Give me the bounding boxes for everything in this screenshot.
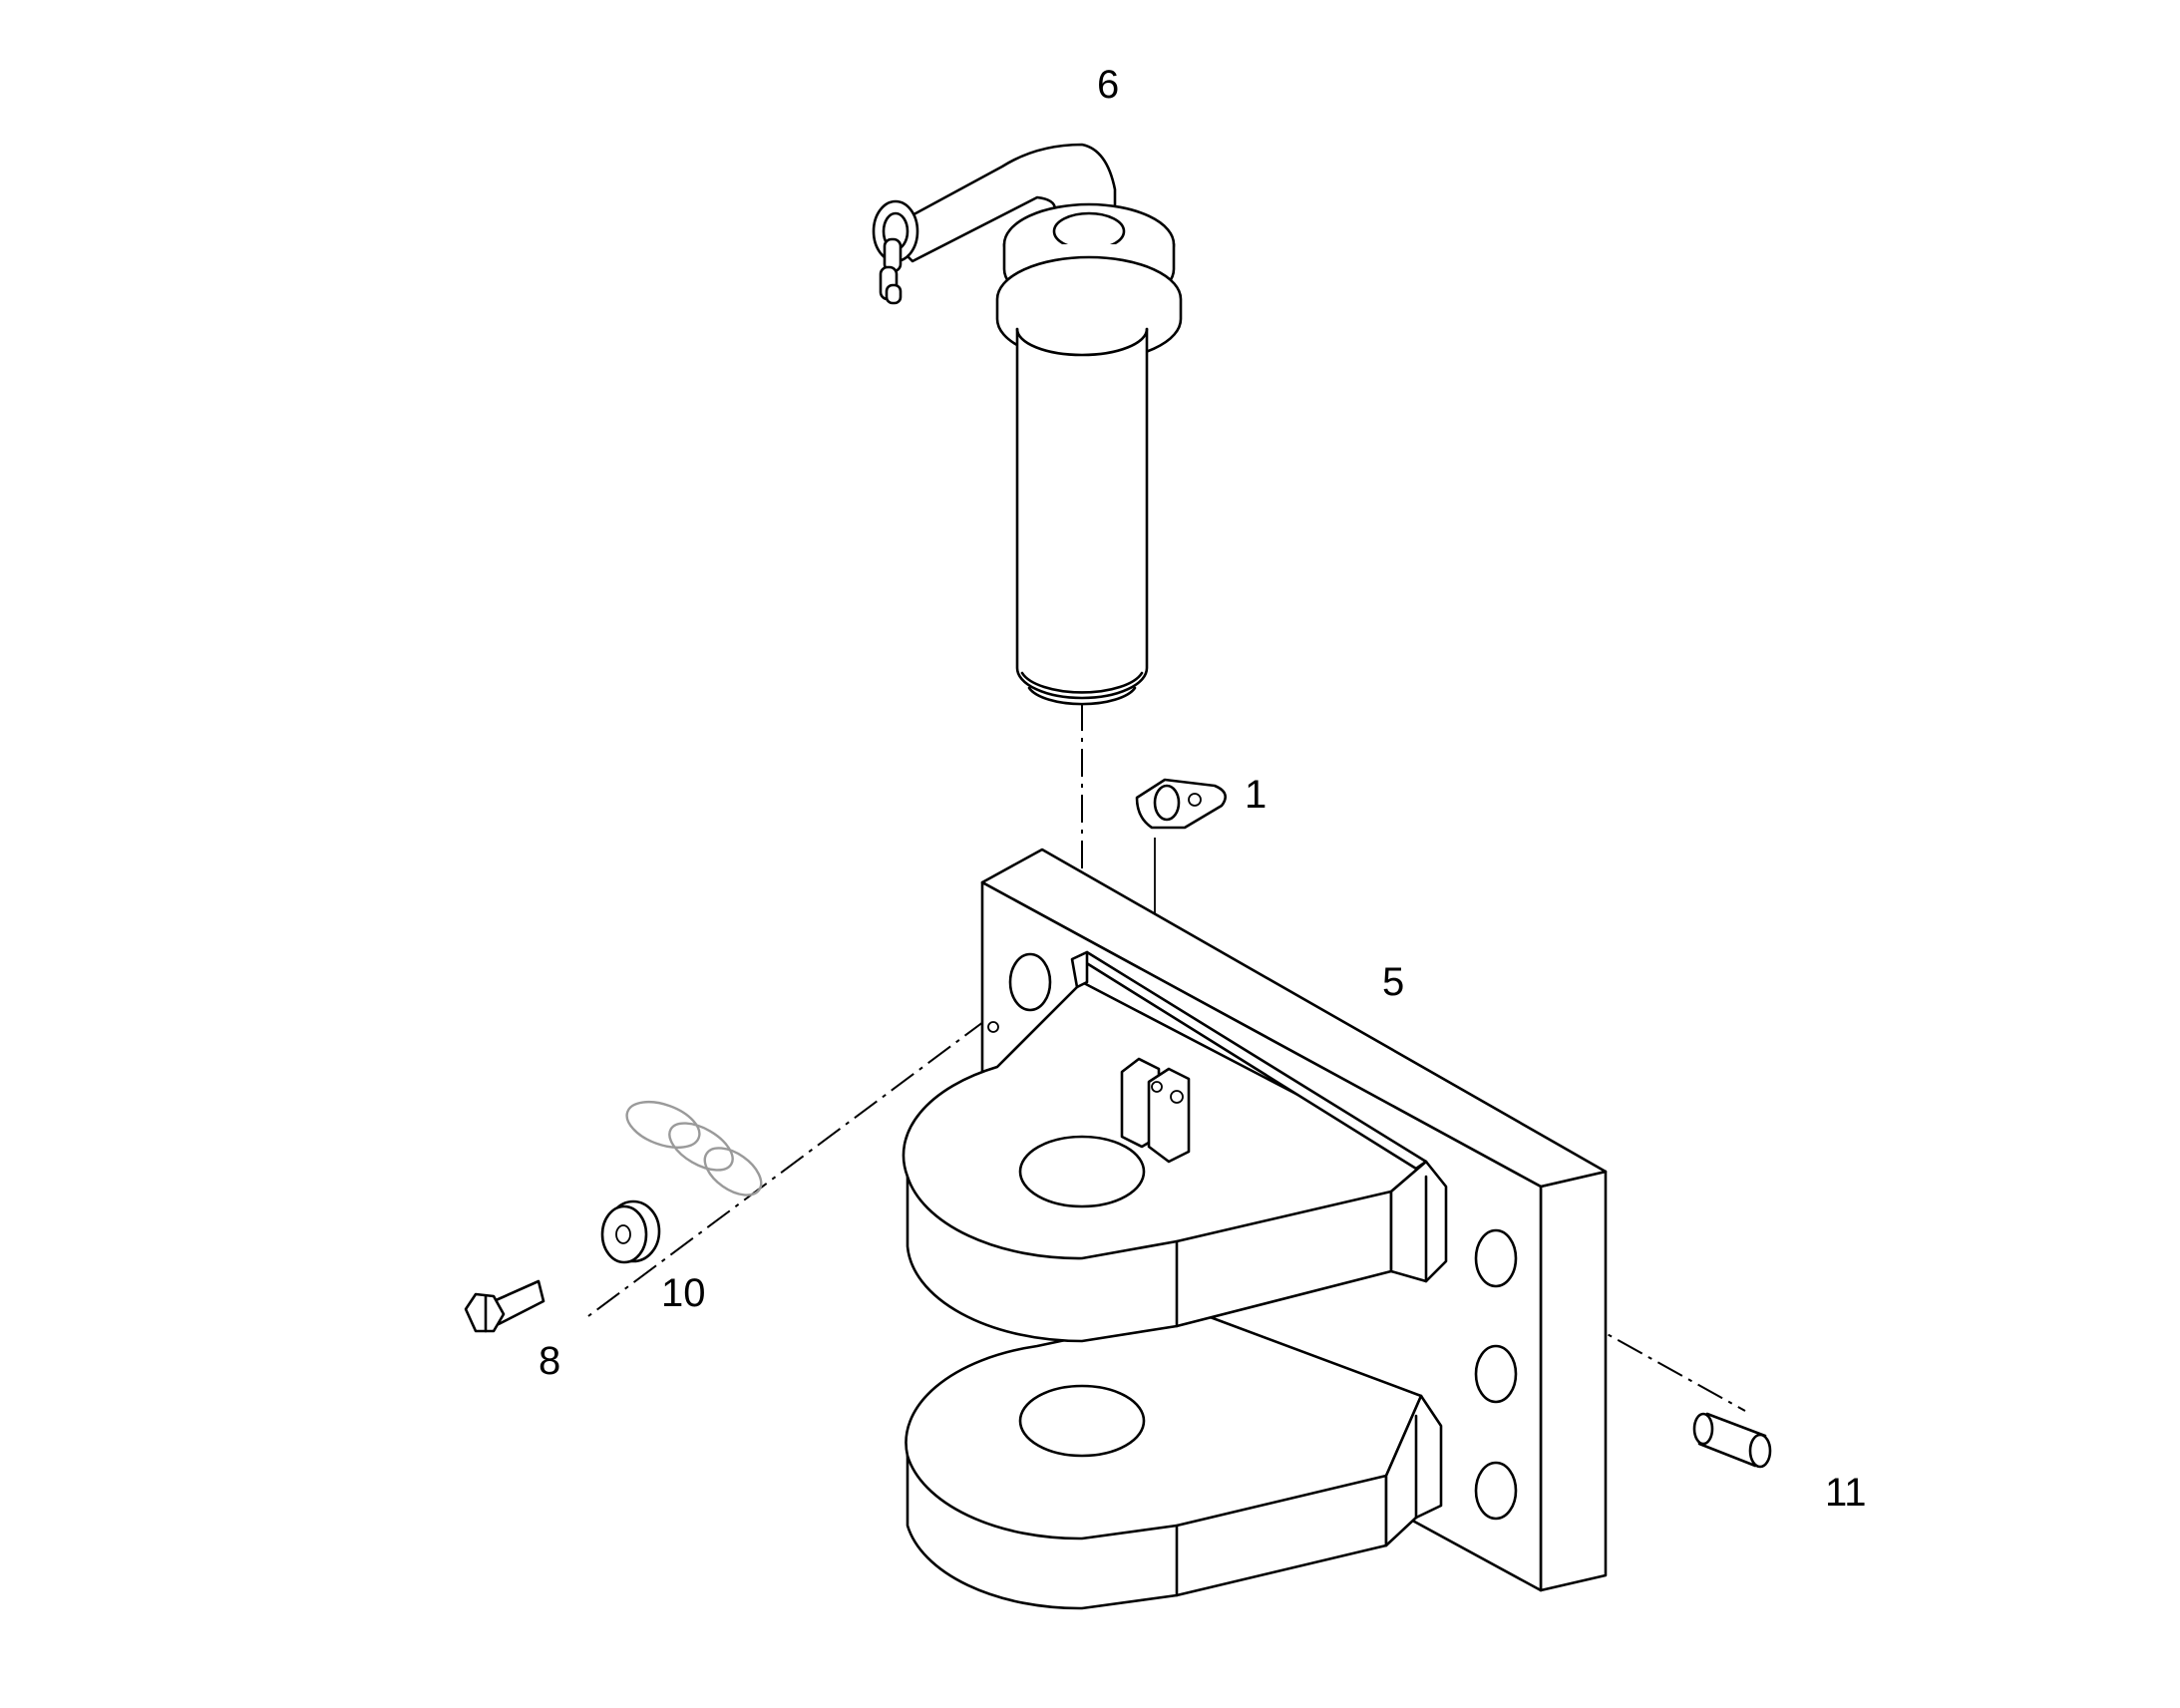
upper-jaw xyxy=(902,950,1448,1343)
coupling-body-part-5 xyxy=(902,848,1608,1610)
lower-jaw-hole xyxy=(1018,1384,1146,1458)
plate-hole xyxy=(1474,1228,1518,1288)
handle-chain xyxy=(879,237,903,305)
roll-pin-part-11 xyxy=(1692,1412,1772,1469)
callout-8: 8 xyxy=(539,1339,560,1383)
plate-hole xyxy=(1474,1344,1518,1404)
safety-chain xyxy=(625,1100,763,1196)
pin-hole xyxy=(987,1021,999,1033)
callout-6: 6 xyxy=(1097,63,1119,107)
bolt-part-8 xyxy=(464,1279,545,1333)
upper-jaw-hole xyxy=(1018,1135,1146,1208)
washer-part-10 xyxy=(600,1199,661,1264)
coupling-pin-part-6 xyxy=(872,143,1183,706)
mounting-plate-side xyxy=(1539,1170,1608,1592)
plate-hole xyxy=(1474,1461,1518,1521)
clevis-bracket xyxy=(1120,1057,1191,1164)
callout-labels: 6 1 5 10 8 11 xyxy=(539,63,1867,1515)
plate-hole xyxy=(1008,952,1052,1012)
callout-10: 10 xyxy=(661,1271,706,1315)
lower-jaw xyxy=(905,1310,1443,1610)
latch-part-1 xyxy=(1135,778,1227,830)
callout-11: 11 xyxy=(1825,1471,1867,1515)
callout-1: 1 xyxy=(1245,773,1267,817)
callout-5: 5 xyxy=(1382,960,1404,1004)
